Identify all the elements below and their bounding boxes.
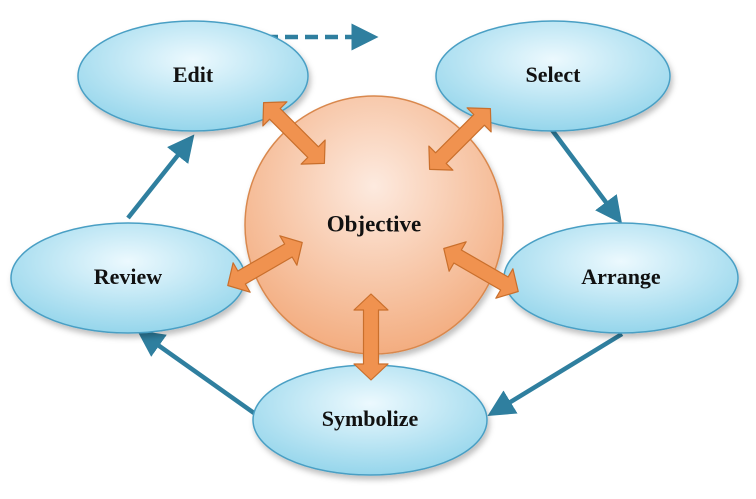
node-symbolize: Symbolize bbox=[252, 364, 488, 476]
cycle-arrows bbox=[126, 23, 624, 417]
double-arrow-select bbox=[428, 107, 492, 171]
node-edit: Edit bbox=[77, 20, 309, 132]
arrow-review-to-edit bbox=[126, 134, 195, 220]
node-review-label: Review bbox=[94, 264, 163, 289]
double-arrow-review bbox=[227, 235, 303, 293]
arrow-arrange-to-symbolize bbox=[487, 332, 624, 417]
node-arrange-label: Arrange bbox=[581, 264, 661, 289]
node-symbolize-label: Symbolize bbox=[322, 406, 419, 431]
double-arrow-arrange bbox=[443, 241, 519, 299]
arrow-symbolize-to-review bbox=[136, 330, 256, 415]
node-select-label: Select bbox=[526, 62, 582, 87]
double-arrows bbox=[227, 101, 519, 381]
double-arrow-symbolize bbox=[353, 293, 389, 381]
double-arrow-edit bbox=[262, 101, 326, 165]
node-edit-label: Edit bbox=[173, 62, 214, 87]
node-select: Select bbox=[435, 20, 671, 132]
node-review: Review bbox=[10, 222, 246, 334]
arrow-select-to-arrange bbox=[550, 128, 623, 224]
node-arrange: Arrange bbox=[503, 222, 739, 334]
center-label: Objective bbox=[327, 211, 422, 236]
